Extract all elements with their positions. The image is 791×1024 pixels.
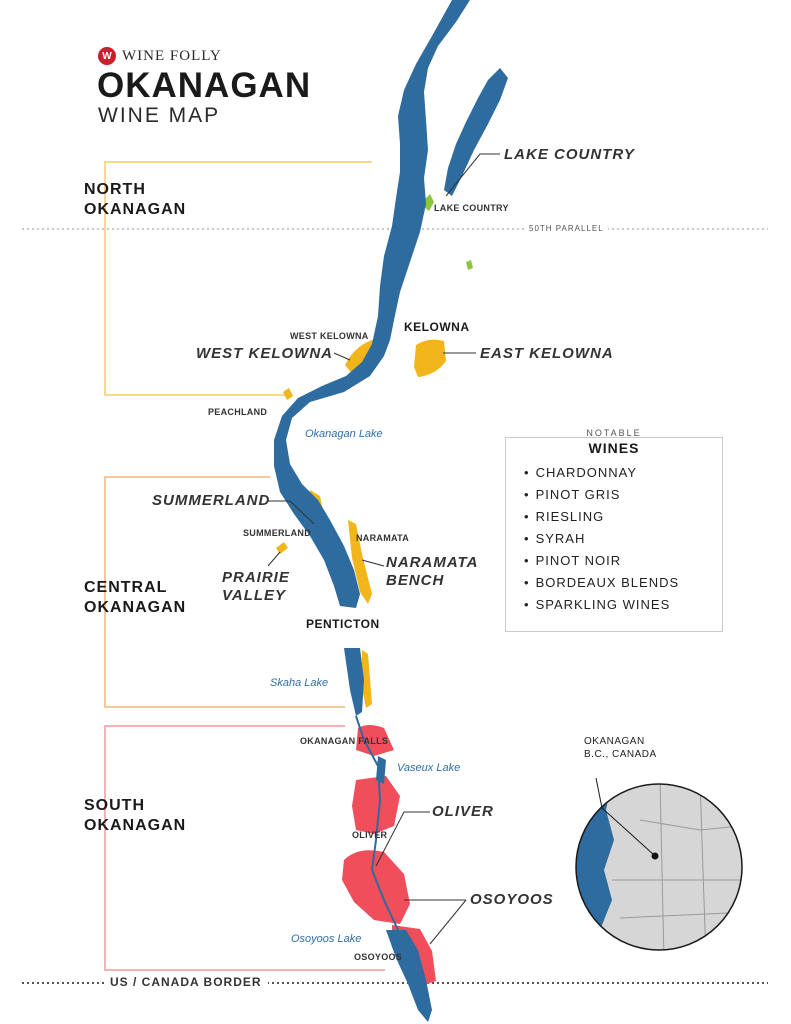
oliver-vineyard xyxy=(352,776,400,834)
prairie-valley-line-1: PRAIRIE xyxy=(222,569,290,586)
prairie-valley-vineyard xyxy=(276,542,288,554)
oliver-leader xyxy=(375,811,430,867)
town-okanagan-falls: OKANAGAN FALLS xyxy=(300,736,389,746)
east-kelowna-ava-label: EAST KELOWNA xyxy=(480,345,614,362)
region-central-label: CENTRAL OKANAGAN xyxy=(84,578,186,618)
inset-label-line-1: OKANAGAN xyxy=(584,736,645,747)
summerland-leader xyxy=(268,500,315,525)
notable-wines-box: NOTABLE WINES CHARDONNAY PINOT GRIS RIES… xyxy=(505,428,723,632)
town-osoyoos: OSOYOOS xyxy=(354,952,403,962)
naramata-bench-line-1: NARAMATA xyxy=(386,554,479,571)
brand: W WINE FOLLY xyxy=(98,47,222,65)
osoyoos-leader-2 xyxy=(429,899,467,945)
wine-list-item: PINOT NOIR xyxy=(524,550,679,572)
wine-folly-logo-icon: W xyxy=(98,47,116,65)
region-north-label: NORTH OKANAGAN xyxy=(84,180,186,220)
lake-country-ava-label: LAKE COUNTRY xyxy=(504,146,635,163)
page-title: OKANAGAN xyxy=(97,66,312,105)
town-west-kelowna: WEST KELOWNA xyxy=(290,331,369,341)
summerland-ava-label: SUMMERLAND xyxy=(152,492,271,509)
city-penticton: PENTICTON xyxy=(306,617,380,631)
naramata-vineyard xyxy=(348,520,372,604)
skaha-vineyard xyxy=(362,650,372,708)
lake-vaseux-label: Vaseux Lake xyxy=(397,762,461,774)
peachland-vineyard xyxy=(283,388,293,400)
wine-list-item: RIESLING xyxy=(524,506,679,528)
west-kelowna-leader xyxy=(333,352,351,361)
wine-list-item: PINOT GRIS xyxy=(524,484,679,506)
lake-country-leader xyxy=(445,153,500,197)
naramata-leader xyxy=(361,559,385,567)
east-kelowna-vineyard xyxy=(414,339,446,377)
central-region-bracket xyxy=(104,476,345,708)
prairie-valley-line-2: VALLEY xyxy=(222,587,287,604)
inset-location-label: OKANAGAN B.C., CANADA xyxy=(584,735,657,761)
south-region-bracket xyxy=(104,725,385,971)
wine-list-item: SYRAH xyxy=(524,528,679,550)
wine-list-item: SPARKLING WINES xyxy=(524,594,679,616)
region-central-line-2: OKANAGAN xyxy=(84,599,187,616)
okanagan-falls-vineyard xyxy=(356,725,394,756)
prairie-valley-ava-label: PRAIRIE VALLEY xyxy=(222,569,290,605)
notable-wines-kicker: NOTABLE xyxy=(586,428,642,438)
okanagan-river xyxy=(355,715,399,931)
okanagan-lake xyxy=(274,0,470,608)
lake-skaha-label: Skaha Lake xyxy=(270,677,329,689)
osoyoos-ava-label: OSOYOOS xyxy=(470,891,554,908)
wine-list-item: BORDEAUX BLENDS xyxy=(524,572,679,594)
lake-osoyoos-label: Osoyoos Lake xyxy=(291,933,362,945)
okanagan-location-dot xyxy=(651,852,659,860)
lake-okanagan-label: Okanagan Lake xyxy=(305,428,383,440)
town-summerland: SUMMERLAND xyxy=(243,528,311,538)
region-north-line-2: OKANAGAN xyxy=(84,201,187,218)
notable-wines-heading-text: WINES xyxy=(580,440,648,456)
north-region-bracket xyxy=(104,161,372,396)
osoyoos-lake xyxy=(386,930,432,1022)
brand-name: WINE FOLLY xyxy=(122,47,222,64)
region-south-line-2: OKANAGAN xyxy=(84,817,187,834)
border-label: US / CANADA BORDER xyxy=(104,975,268,989)
region-central-line-1: CENTRAL xyxy=(84,579,168,596)
oliver-ava-label: OLIVER xyxy=(432,803,494,820)
skaha-lake xyxy=(344,648,364,716)
naramata-bench-ava-label: NARAMATA BENCH xyxy=(386,554,478,590)
lake-country-vineyard-3 xyxy=(466,260,473,270)
lake-country-vineyard-2 xyxy=(424,194,434,211)
inset-leader xyxy=(595,777,655,856)
town-lake-country: LAKE COUNTRY xyxy=(434,203,509,213)
west-kelowna-ava-label: WEST KELOWNA xyxy=(196,345,333,362)
wine-list-item: CHARDONNAY xyxy=(524,462,679,484)
notable-wines-list: CHARDONNAY PINOT GRIS RIESLING SYRAH PIN… xyxy=(524,462,679,616)
locator-inset-map xyxy=(576,784,742,950)
town-oliver: OLIVER xyxy=(352,830,388,840)
fiftieth-parallel-label: 50TH PARALLEL xyxy=(525,224,608,233)
naramata-bench-line-2: BENCH xyxy=(386,572,445,589)
region-north-line-1: NORTH xyxy=(84,181,146,198)
region-south-label: SOUTH OKANAGAN xyxy=(84,796,186,836)
region-south-line-1: SOUTH xyxy=(84,797,145,814)
osoyoos-vineyard-north xyxy=(342,850,410,924)
prairie-valley-leader xyxy=(267,551,281,567)
inset-label-line-2: B.C., CANADA xyxy=(584,749,657,760)
vaseux-lake xyxy=(376,756,386,784)
notable-wines-heading: WINES xyxy=(506,440,722,456)
page-subtitle: WINE MAP xyxy=(98,104,221,127)
town-peachland: PEACHLAND xyxy=(208,407,268,417)
town-naramata: NARAMATA xyxy=(356,533,410,543)
city-kelowna: KELOWNA xyxy=(404,320,470,334)
kalamalka-lake xyxy=(444,68,508,196)
inset-frame xyxy=(575,783,743,951)
